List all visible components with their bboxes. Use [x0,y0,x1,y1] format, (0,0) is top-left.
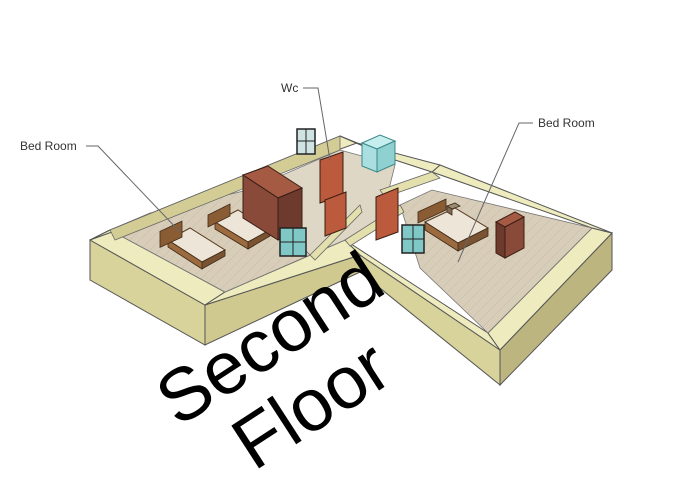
glass-shower [360,134,397,173]
door-right-room [375,187,399,241]
left-bedroom-furniture [159,165,307,270]
bed-left-2 [207,203,271,250]
door-wc-lower [324,191,347,237]
nightstand-right [446,202,461,216]
window-left-room [279,227,307,257]
back-features [296,128,399,241]
wardrobe-left [241,165,304,241]
annotations: Bed Room Wc Bed Room [20,81,595,263]
leader-wc [303,87,331,161]
window-back [296,128,316,155]
leader-bed-room-right [457,122,533,263]
label-bed-room-left: Bed Room [20,139,77,153]
right-bedroom-furniture [401,198,526,259]
window-right-room [401,224,425,254]
label-bed-room-right: Bed Room [538,116,595,130]
bed-right [417,198,490,252]
leader-bed-room-left [86,145,181,233]
label-wc: Wc [281,81,298,95]
wardrobe-right [494,211,526,259]
